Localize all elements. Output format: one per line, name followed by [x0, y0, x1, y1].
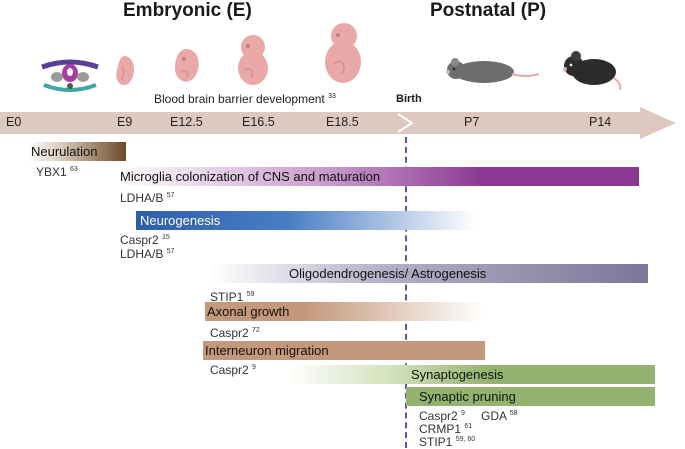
gene-caspr2-neurogenesis: Caspr2 15: [120, 233, 170, 247]
embryo-e16-icon: [238, 35, 268, 85]
bar-neurogenesis-label: Neurogenesis: [140, 213, 221, 228]
gene-ldha-2: LDHA/B 57: [120, 247, 175, 261]
mouse-p14-icon: [563, 51, 622, 90]
gene-caspr2-interneuron: Caspr2 9: [210, 363, 256, 377]
bar-pruning-label: Synaptic pruning: [419, 389, 516, 404]
stage-e16-5: E16.5: [242, 115, 275, 129]
stage-e18-5: E18.5: [326, 115, 359, 129]
stage-p7: P7: [464, 115, 480, 129]
bar-interneuron: [203, 341, 485, 360]
gene-stip1-pruning: STIP1 59, 60: [419, 435, 476, 449]
bar-neurulation-label: Neurulation: [31, 144, 98, 159]
gene-crmp1: CRMP1 61: [419, 422, 473, 436]
bar-axonal-label: Axonal growth: [207, 304, 290, 319]
bar-microglia: [118, 167, 639, 186]
gene-caspr2-pruning: Caspr2 9: [419, 409, 465, 423]
gene-ybx1: YBX1 63: [36, 165, 78, 179]
bar-interneuron-label: Interneuron migration: [205, 343, 329, 358]
gene-caspr2-axonal: Caspr2 72: [210, 326, 260, 340]
bar-oligo-label: Oligodendrogenesis/ Astrogenesis: [289, 266, 487, 281]
bar-pruning: [406, 387, 655, 406]
stage-e9: E9: [117, 115, 133, 129]
embryo-e9-icon: [116, 56, 135, 86]
birth-label: Birth: [396, 93, 422, 105]
embryo-e18-icon: [325, 23, 361, 83]
bar-microglia-label: Microglia colonization of CNS and matura…: [120, 169, 381, 184]
bar-axonal: [205, 302, 485, 321]
bar-synaptogenesis: [287, 365, 655, 384]
neural-tube-icon: [41, 59, 99, 92]
stage-p14: P14: [589, 115, 612, 129]
bar-neurulation: [28, 142, 126, 161]
mouse-p7-icon: [446, 58, 540, 83]
birth-line: [405, 137, 407, 448]
bbb-label: Blood brain barrier development 33: [154, 92, 336, 106]
gene-stip1-oligo: STIP1 59: [210, 290, 255, 304]
embryonic-header: Embryonic (E): [123, 0, 252, 21]
gene-ldha-1: LDHA/B 57: [120, 191, 175, 205]
bar-oligo: [210, 264, 648, 283]
stage-e0: E0: [6, 115, 22, 129]
postnatal-header: Postnatal (P): [430, 0, 547, 21]
stage-e12-5: E12.5: [170, 115, 203, 129]
gene-gda: GDA 58: [481, 409, 518, 423]
bar-synaptogenesis-label: Synaptogenesis: [411, 367, 504, 382]
embryo-e12-icon: [175, 49, 199, 82]
bar-neurogenesis: [136, 211, 476, 230]
timeline-arrow: [0, 107, 676, 139]
